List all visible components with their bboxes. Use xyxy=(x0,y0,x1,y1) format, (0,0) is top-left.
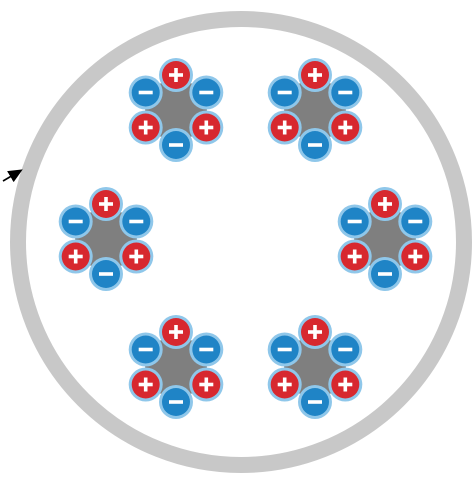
negative-charge-icon xyxy=(119,204,154,239)
positive-charge-icon xyxy=(189,367,224,402)
cluster-middle-left xyxy=(58,187,154,291)
cluster-bottom-left xyxy=(128,315,224,419)
positive-charge-icon xyxy=(128,110,163,145)
negative-charge-icon xyxy=(267,332,302,367)
positive-charge-icon xyxy=(128,367,163,402)
negative-charge-icon xyxy=(398,204,433,239)
positive-charge-icon xyxy=(58,239,93,274)
negative-charge-icon xyxy=(58,204,93,239)
negative-charge-icon xyxy=(89,257,123,291)
positive-charge-icon xyxy=(328,367,363,402)
positive-charge-icon xyxy=(398,239,433,274)
negative-charge-icon xyxy=(159,385,193,419)
clusters-layer xyxy=(58,58,433,419)
cluster-top-left xyxy=(128,58,224,162)
negative-charge-icon xyxy=(128,332,163,367)
positive-charge-icon xyxy=(328,110,363,145)
positive-charge-icon xyxy=(189,110,224,145)
negative-charge-icon xyxy=(189,332,224,367)
negative-charge-icon xyxy=(337,204,372,239)
negative-charge-icon xyxy=(189,75,224,110)
positive-charge-icon xyxy=(119,239,154,274)
pointer-arrow xyxy=(2,169,23,183)
cluster-middle-right xyxy=(337,187,433,291)
positive-charge-icon xyxy=(267,110,302,145)
cluster-bottom-right xyxy=(267,315,363,419)
negative-charge-icon xyxy=(298,128,332,162)
positive-charge-icon xyxy=(267,367,302,402)
positive-charge-icon xyxy=(89,187,123,221)
positive-charge-icon xyxy=(159,58,193,92)
negative-charge-icon xyxy=(128,75,163,110)
negative-charge-icon xyxy=(159,128,193,162)
negative-charge-icon xyxy=(298,385,332,419)
positive-charge-icon xyxy=(337,239,372,274)
negative-charge-icon xyxy=(368,257,402,291)
positive-charge-icon xyxy=(368,187,402,221)
negative-charge-icon xyxy=(328,332,363,367)
positive-charge-icon xyxy=(298,315,332,349)
negative-charge-icon xyxy=(328,75,363,110)
cluster-top-right xyxy=(267,58,363,162)
positive-charge-icon xyxy=(298,58,332,92)
positive-charge-icon xyxy=(159,315,193,349)
negative-charge-icon xyxy=(267,75,302,110)
